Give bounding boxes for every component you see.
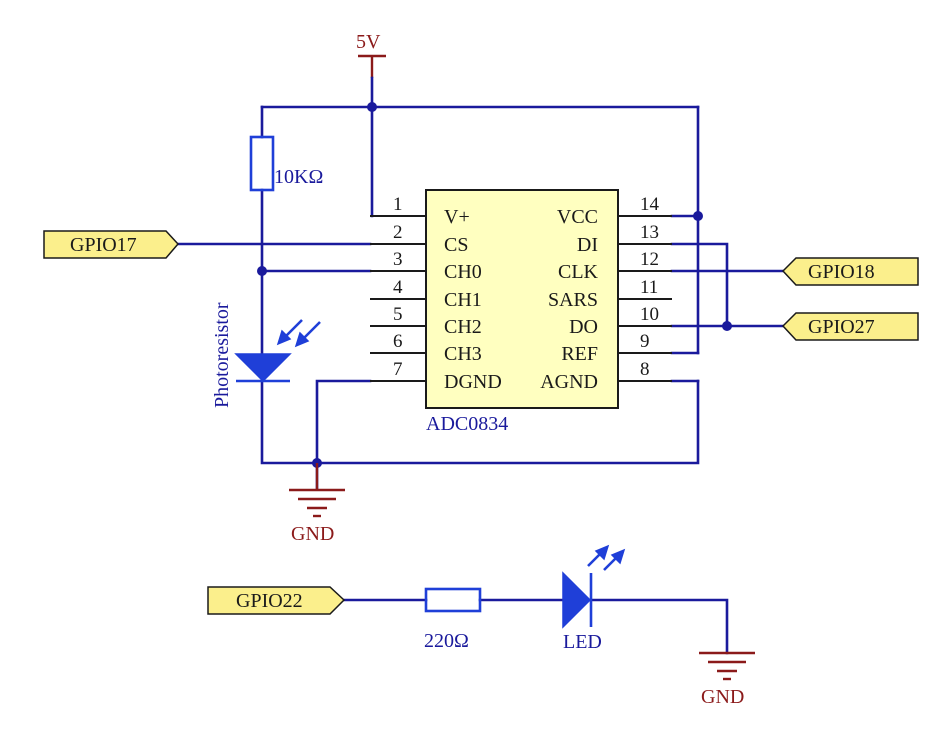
pullup-resistor: 10KΩ <box>249 135 323 192</box>
pin-label-vplus: V+ <box>444 206 470 228</box>
led-resistor: 220Ω <box>424 587 482 652</box>
ground-label-top: GND <box>291 523 334 545</box>
pin-label-ch3: CH3 <box>444 343 482 365</box>
ground-symbol-bottom: GND <box>699 651 755 708</box>
pin-label-ref: REF <box>561 343 598 365</box>
pullup-resistor-label: 10KΩ <box>274 166 323 188</box>
adc0834-chip: 1 2 3 4 5 6 7 V+ CS CH0 CH1 CH2 CH3 DGND… <box>370 189 672 435</box>
pin-label-ch1: CH1 <box>444 289 482 311</box>
chip-body <box>425 189 619 409</box>
net-flag-gpio18: GPIO18 <box>781 257 919 286</box>
ground-symbol-top: GND <box>289 463 345 545</box>
pin-label-cs: CS <box>444 234 468 256</box>
pin-number: 11 <box>640 277 658 298</box>
right-pin-lines <box>618 215 672 382</box>
pin-label-agnd: AGND <box>540 371 598 393</box>
photoresistor-label: Photoresistor <box>211 302 233 408</box>
led-label: LED <box>563 631 602 653</box>
pin-number: 12 <box>640 249 659 270</box>
pin-number: 8 <box>640 359 650 380</box>
junctions <box>257 102 732 468</box>
pin-number: 7 <box>393 359 403 380</box>
pin-label-vcc: VCC <box>557 206 598 228</box>
pin-label-ch2: CH2 <box>444 316 482 338</box>
photoresistor: Photoresistor <box>211 302 321 408</box>
pin-label-dgnd: DGND <box>444 371 502 393</box>
pin-number: 10 <box>640 304 659 325</box>
left-pin-lines <box>370 215 426 382</box>
light-arrows-out <box>587 544 626 571</box>
resistor-body <box>249 135 275 192</box>
pin-label-clk: CLK <box>558 261 599 283</box>
pin-number: 5 <box>393 304 403 325</box>
pin-number: 3 <box>393 249 403 270</box>
led-resistor-body <box>424 587 482 613</box>
light-arrows-in <box>276 319 321 348</box>
ground-label-bottom: GND <box>701 686 744 708</box>
pin-label-sars: SARS <box>548 289 598 311</box>
net-label-gpio27: GPIO27 <box>808 316 875 338</box>
net-flag-gpio17: GPIO17 <box>43 230 180 259</box>
power-5v-label: 5V <box>356 31 381 53</box>
net-label-gpio17: GPIO17 <box>70 234 137 256</box>
power-5v-symbol: 5V <box>356 31 386 78</box>
net-label-gpio22: GPIO22 <box>236 590 303 612</box>
pin-number: 2 <box>393 222 403 243</box>
pin-number: 13 <box>640 222 659 243</box>
pin-number: 4 <box>393 277 403 298</box>
pin-number: 14 <box>640 194 660 215</box>
led: LED <box>562 544 626 653</box>
net-flag-gpio22: GPIO22 <box>207 586 346 615</box>
pin-label-do: DO <box>569 316 598 338</box>
pin-number: 1 <box>393 194 403 215</box>
pin-number: 9 <box>640 331 650 352</box>
photoresistor-triangle <box>234 353 292 383</box>
net-label-gpio18: GPIO18 <box>808 261 875 283</box>
led-resistor-label: 220Ω <box>424 630 469 652</box>
pin-label-ch0: CH0 <box>444 261 482 283</box>
pin-label-di: DI <box>577 234 598 256</box>
net-flag-gpio27: GPIO27 <box>781 312 919 341</box>
led-triangle <box>562 571 592 629</box>
wires <box>176 76 785 655</box>
pin-number: 6 <box>393 331 403 352</box>
chip-name-label: ADC0834 <box>426 413 508 435</box>
